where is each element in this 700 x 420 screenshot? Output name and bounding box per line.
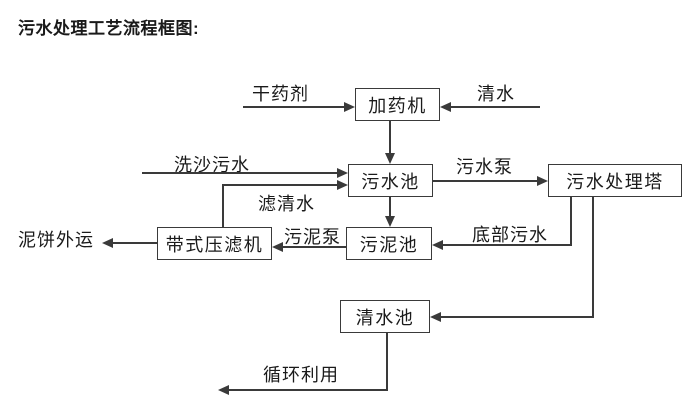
mud-cake-line	[113, 242, 157, 244]
arrowhead-right-icon	[337, 168, 348, 178]
label-filtered-water: 滤清水	[258, 194, 315, 214]
arrowhead-left-icon	[432, 240, 443, 250]
arrowhead-left-icon	[102, 238, 113, 248]
label-sand-wash-sewage: 洗沙污水	[174, 155, 250, 175]
sludge-pump-line	[283, 246, 346, 248]
arrowhead-left-icon	[272, 242, 283, 252]
arrowhead-down-icon	[385, 153, 395, 164]
dry-chemical-line	[243, 106, 344, 108]
arrowhead-left-icon	[218, 385, 229, 395]
filtered-water-line	[222, 184, 337, 186]
tower-to-clean-line	[441, 316, 593, 318]
arrowhead-right-icon	[537, 176, 548, 186]
recycle-line	[229, 389, 388, 391]
label-bottom-sewage: 底部污水	[472, 225, 548, 245]
node-sewage-pool: 污水池	[348, 164, 433, 197]
node-treatment-tower: 污水处理塔	[548, 164, 682, 197]
label-mud-cake-out: 泥饼外运	[18, 230, 94, 250]
node-clean-water-pool: 清水池	[340, 300, 430, 333]
arrowhead-right-icon	[344, 102, 355, 112]
arrowhead-right-icon	[337, 180, 348, 190]
dosing-to-sewage-line	[389, 121, 391, 154]
filtered-water-riser-line	[222, 184, 224, 227]
recycle-drop-line	[386, 333, 388, 391]
label-sludge-pump: 污泥泵	[284, 227, 341, 247]
arrowhead-left-icon	[440, 102, 451, 112]
page-title: 污水处理工艺流程框图:	[18, 19, 200, 38]
label-clean-water: 清水	[477, 84, 515, 104]
label-dry-chemical: 干药剂	[252, 84, 309, 104]
sand-wash-line	[142, 172, 337, 174]
label-sewage-pump: 污水泵	[456, 157, 513, 177]
bottom-sewage-drop-line	[570, 197, 572, 246]
label-recycle: 循环利用	[263, 365, 339, 385]
node-belt-filter-press: 带式压滤机	[157, 227, 272, 260]
arrowhead-left-icon	[430, 312, 441, 322]
sewage-pump-line	[433, 180, 537, 182]
arrowhead-down-icon	[385, 216, 395, 227]
sewage-to-sludge-line	[389, 197, 391, 217]
bottom-sewage-line	[443, 244, 571, 246]
node-sludge-pool: 污泥池	[346, 227, 432, 260]
node-dosing-machine: 加药机	[355, 88, 440, 121]
clean-water-line	[451, 106, 540, 108]
tower-to-clean-drop-line	[592, 197, 594, 318]
